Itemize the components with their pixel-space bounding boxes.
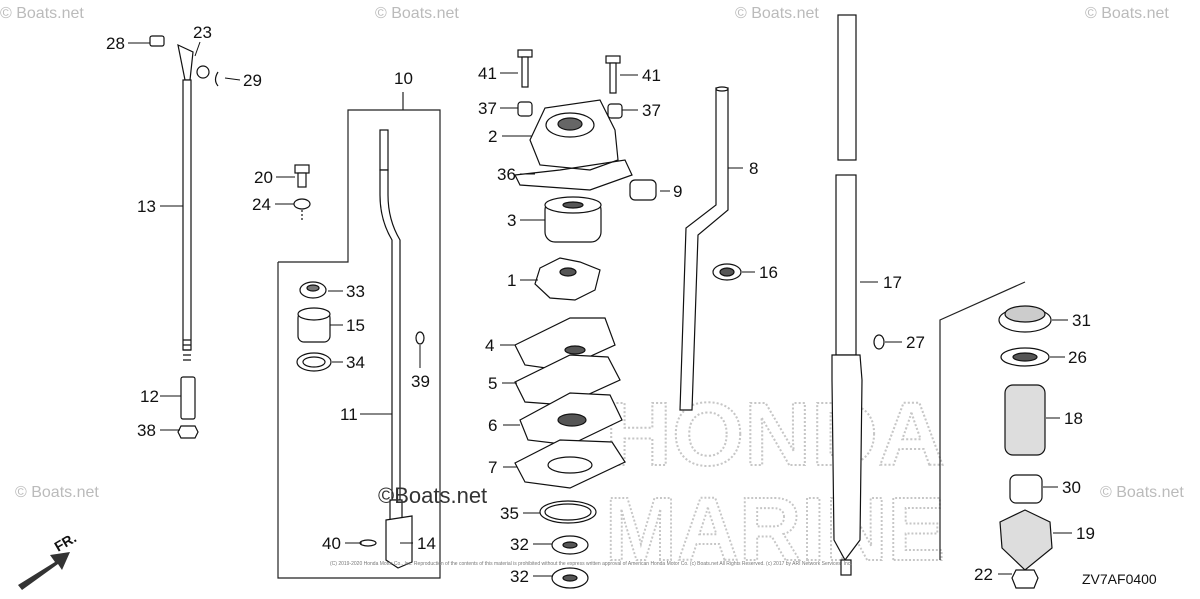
part-label-12: 12 (140, 387, 159, 406)
part-label-24: 24 (252, 195, 271, 214)
shift-rod-11 (359, 129, 425, 569)
seal-set (296, 281, 332, 372)
part-label-9: 9 (673, 182, 682, 201)
watermark-top-left: © Boats.net (0, 5, 84, 22)
part-label-5: 5 (488, 374, 497, 393)
part-label-3: 3 (507, 211, 516, 230)
group-line-17 (939, 281, 1026, 560)
group-outlines (277, 92, 1026, 579)
part-label-26: 26 (1068, 348, 1087, 367)
part-label-38: 38 (137, 421, 156, 440)
part-label-29: 29 (243, 71, 262, 90)
part-label-28: 28 (106, 34, 125, 53)
front-direction-arrow: FR. (18, 529, 79, 590)
diagram-reference-code: ZV7AF0400 (1082, 571, 1157, 587)
leader-lines (128, 41, 1072, 577)
shift-rod-13 (149, 35, 219, 439)
part-label-13: 13 (137, 197, 156, 216)
watermark-top-far-right: © Boats.net (1085, 5, 1169, 22)
part-label-17: 17 (883, 273, 902, 292)
brand-watermark-line-2: MARINE (605, 480, 945, 580)
part-label-4: 4 (485, 336, 494, 355)
part-label-1: 1 (507, 271, 516, 290)
part-label-30: 30 (1062, 478, 1081, 497)
part-label-19: 19 (1076, 524, 1095, 543)
watermark-bottom-left: © Boats.net (15, 484, 99, 501)
part-label-40: 40 (322, 534, 341, 553)
part-label-6: 6 (488, 416, 497, 435)
copyright-text: (C) 2019-2020 Honda Motor Co., Inc. Repr… (330, 561, 852, 567)
part-label-16: 16 (759, 263, 778, 282)
part-label-35: 35 (500, 504, 519, 523)
bolt-20 (293, 164, 311, 222)
part-label-8: 8 (749, 159, 758, 178)
part-labels: 28 23 29 13 12 38 20 24 10 33 15 34 39 1… (106, 23, 1095, 586)
center-watermark: ©Boats.net (378, 483, 487, 508)
drive-shaft-17 (831, 14, 885, 576)
part-label-18: 18 (1064, 409, 1083, 428)
part-label-31: 31 (1072, 311, 1091, 330)
watermark-bottom-right: © Boats.net (1100, 484, 1184, 501)
part-label-14: 14 (417, 534, 436, 553)
water-pump-assembly (514, 49, 657, 589)
part-label-11: 11 (340, 405, 358, 424)
part-label-34: 34 (346, 353, 365, 372)
part-label-2: 2 (488, 127, 497, 146)
part-label-41-left: 41 (478, 64, 497, 83)
part-label-36: 36 (497, 165, 516, 184)
part-label-27: 27 (906, 333, 925, 352)
part-label-39: 39 (411, 372, 430, 391)
part-label-41-right: 41 (642, 66, 661, 85)
part-label-32-upper: 32 (510, 535, 529, 554)
part-label-33: 33 (346, 282, 365, 301)
part-label-23: 23 (193, 23, 212, 42)
watermark-top-center: © Boats.net (375, 5, 459, 22)
watermark-top-right: © Boats.net (735, 5, 819, 22)
front-direction-label: FR. (52, 529, 80, 554)
part-label-22: 22 (974, 565, 993, 584)
bearing-stack (998, 305, 1053, 589)
site-watermarks: © Boats.net © Boats.net © Boats.net © Bo… (0, 5, 1184, 501)
part-label-15: 15 (346, 316, 365, 335)
group-box-10 (277, 109, 441, 579)
part-label-10: 10 (394, 69, 413, 88)
part-label-20: 20 (254, 168, 273, 187)
brand-watermark-line-1: HONDA (605, 385, 945, 485)
brand-watermark: HONDA MARINE (604, 384, 946, 581)
part-label-37-right: 37 (642, 101, 661, 120)
part-label-32-lower: 32 (510, 567, 529, 586)
part-label-7: 7 (488, 458, 497, 477)
water-tube-8 (679, 86, 742, 411)
part-label-37-left: 37 (478, 99, 497, 118)
